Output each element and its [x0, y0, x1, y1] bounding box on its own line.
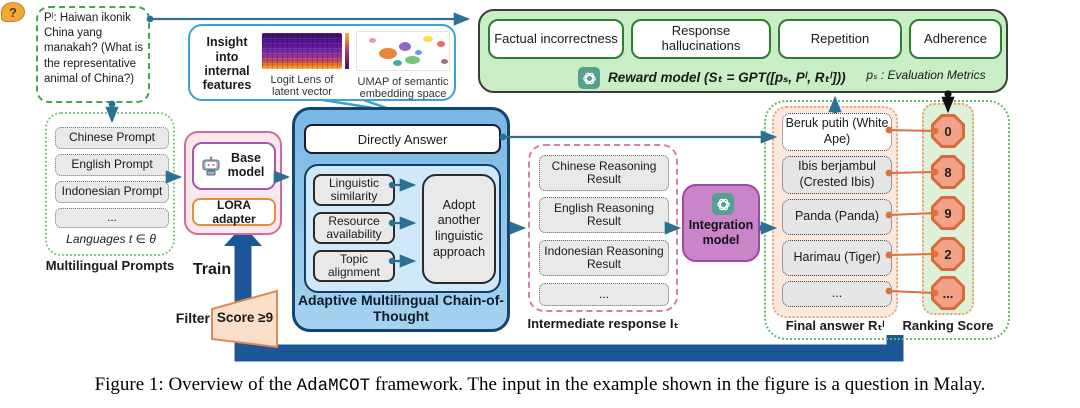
caption-suffix: framework. The input in the example show… — [370, 374, 986, 395]
evaluation-metrics-note: pₛ : Evaluation Metrics — [866, 68, 986, 82]
lora-adapter-box: LORA adapter — [192, 198, 276, 226]
reward-model-box: Factual incorrectness Response hallucina… — [478, 9, 1008, 93]
question-bubble-icon: ? — [1, 2, 25, 22]
reasoning-result-item: Chinese Reasoning Result — [539, 155, 669, 191]
score-badge: 2 — [931, 237, 965, 271]
amcot-decision-box: Linguistic similarity Resource availabil… — [304, 164, 501, 293]
integration-model-box: Integration model — [682, 184, 760, 262]
amcot-box: Directly Answer Linguistic similarity Re… — [292, 107, 510, 332]
prompt-item: ... — [55, 208, 169, 228]
answer-item: Harimau (Tiger) — [782, 240, 892, 276]
reasoning-result-item: ... — [539, 283, 669, 306]
prompt-item: Chinese Prompt — [55, 127, 169, 149]
question-text: Pˡ: Haiwan ikonik China yang manakah? (W… — [44, 12, 144, 85]
ranking-score-label: Ranking Score — [902, 318, 994, 333]
score-badge: ... — [931, 276, 965, 310]
score-badge: 0 — [931, 114, 965, 148]
factor-resource-availability: Resource availability — [313, 212, 395, 244]
openai-logo-icon — [578, 67, 600, 89]
score-badge: 9 — [931, 196, 965, 230]
umap-caption: UMAP of semantic embedding space — [357, 75, 449, 100]
insight-callout: Insight into internal features Logit Len… — [188, 24, 456, 101]
umap-scatter-image — [356, 31, 450, 71]
train-label: Train — [192, 261, 232, 278]
heatmap-colorbar — [345, 33, 349, 69]
metric-factual-incorrectness: Factual incorrectness — [488, 19, 624, 59]
answer-item: Beruk putih (White Ape) — [782, 113, 892, 151]
metric-response-hallucinations: Response hallucinations — [631, 19, 771, 59]
base-model-box: Base model — [192, 142, 276, 190]
final-answer-label: Final answer Rₜˡ — [785, 318, 885, 333]
filter-label: Filter — [175, 310, 210, 326]
multilingual-prompts-label: Multilingual Prompts — [45, 258, 175, 273]
prompt-item: Indonesian Prompt — [55, 181, 169, 203]
answer-item: Ibis berjambul (Crested Ibis) — [782, 156, 892, 194]
prompt-item: English Prompt — [55, 154, 169, 176]
intermediate-response-box: Chinese Reasoning Result English Reasoni… — [528, 144, 678, 312]
logit-lens-heatmap-image — [262, 33, 342, 69]
amcot-label: Adaptive Multilingual Chain-of-Thought — [297, 292, 505, 325]
answer-ranking-group — [764, 100, 1010, 340]
figure-caption: Figure 1: Overview of the AdaMCOT framew… — [0, 374, 1080, 396]
answer-item: Panda (Panda) — [782, 199, 892, 235]
final-answer-box: Beruk putih (White Ape) Ibis berjambul (… — [772, 106, 898, 318]
malay-question-box: Pˡ: Haiwan ikonik China yang manakah? (W… — [36, 6, 150, 103]
answer-item: ... — [782, 281, 892, 307]
logit-lens-caption: Logit Lens of latent vector — [270, 73, 334, 98]
metric-adherence: Adherence — [909, 19, 1002, 59]
factor-topic-alignment: Topic alignment — [313, 250, 395, 282]
reward-model-label: Reward model (Sₜ = GPT([pₛ, Pˡ, Rₜˡ])) — [608, 70, 846, 85]
base-model-group: Base model LORA adapter — [184, 131, 282, 235]
caption-prefix: Figure 1: Overview of the — [94, 374, 297, 395]
base-model-label: Base model — [227, 151, 265, 179]
caption-code: AdaMCOT — [296, 376, 371, 396]
insight-title: Insight into internal features — [202, 35, 252, 93]
score-threshold-label: Score ≥9 — [216, 310, 274, 325]
factor-linguistic-similarity: Linguistic similarity — [313, 174, 395, 206]
robot-icon — [202, 156, 220, 176]
openai-logo-icon — [712, 193, 734, 215]
languages-note: Languages t ∈ θ — [66, 232, 156, 246]
score-badge: 8 — [931, 155, 965, 189]
multilingual-prompts-box: Chinese Prompt English Prompt Indonesian… — [45, 112, 175, 256]
adopt-approach-box: Adopt another linguistic approach — [422, 174, 496, 284]
reasoning-result-item: Indonesian Reasoning Result — [539, 240, 669, 276]
metric-repetition: Repetition — [778, 19, 902, 59]
reasoning-result-item: English Reasoning Result — [539, 197, 669, 233]
intermediate-response-label: Intermediate response Iₜ — [527, 316, 679, 331]
directly-answer-box: Directly Answer — [304, 124, 501, 154]
integration-model-label: Integration model — [688, 218, 754, 247]
